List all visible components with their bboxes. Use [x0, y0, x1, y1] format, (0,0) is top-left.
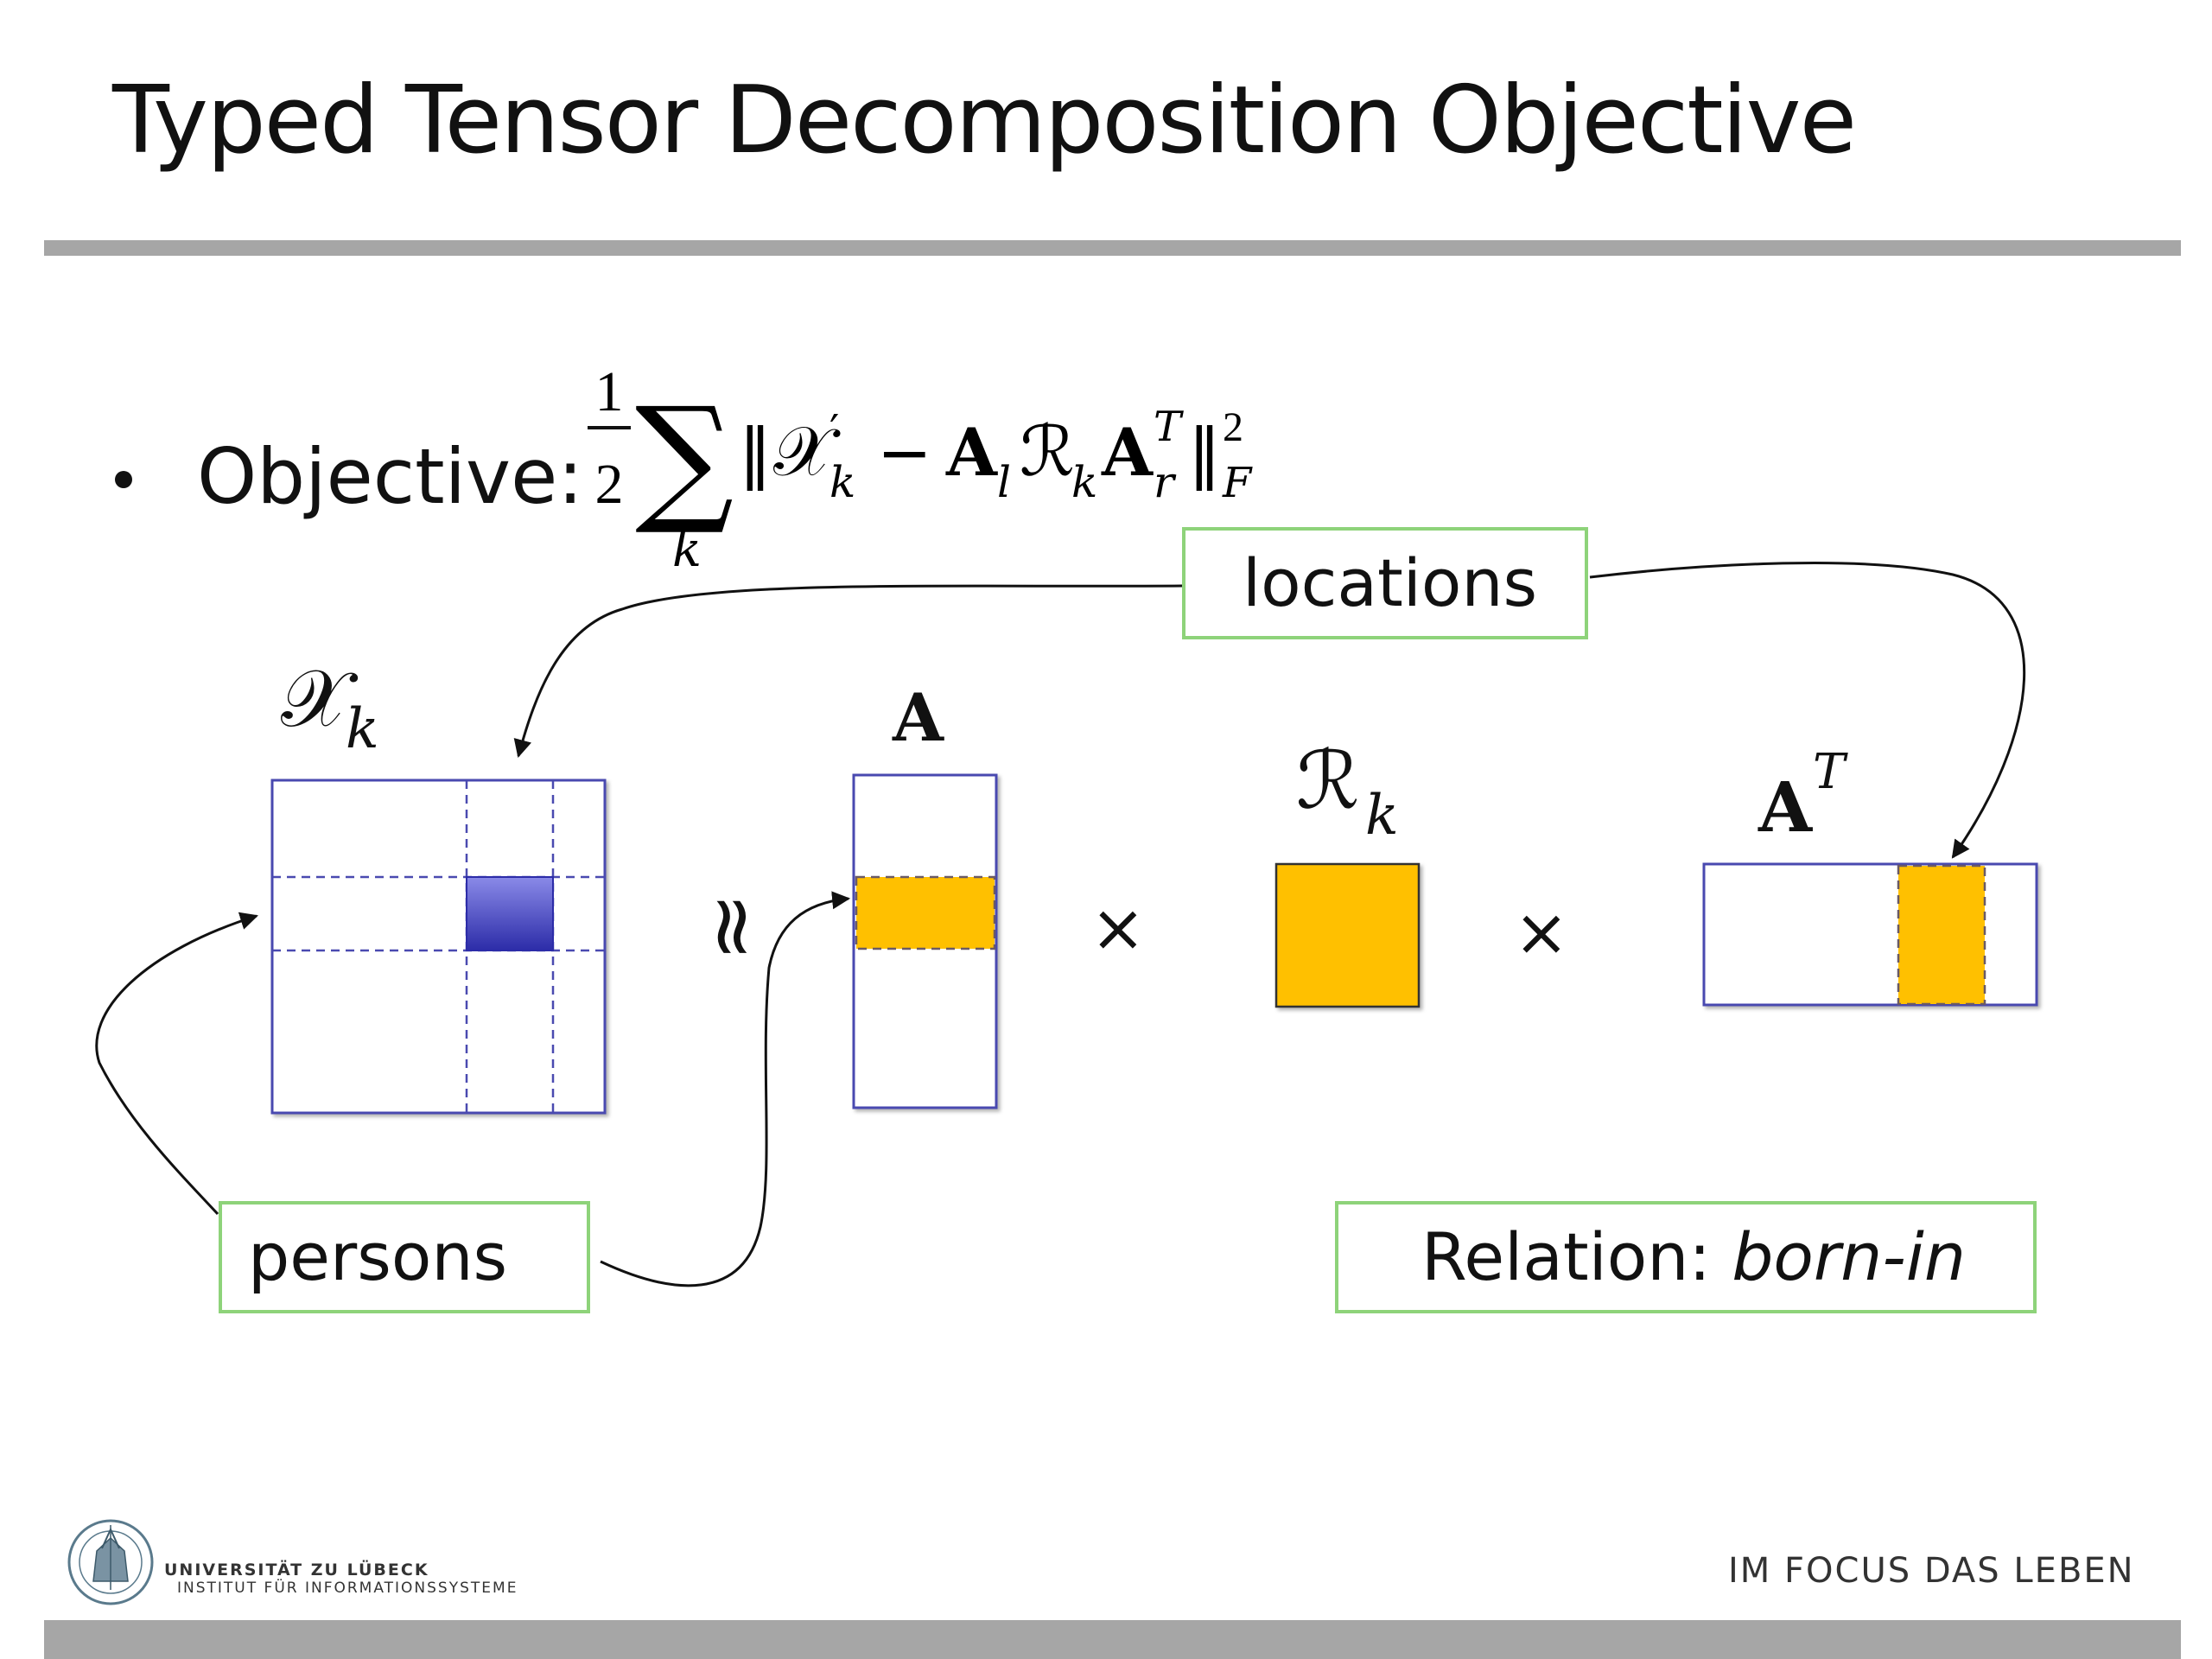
locations-to-x-arrow	[513, 584, 1183, 759]
norm-subscript: F	[1222, 459, 1253, 507]
r-matrix-subscript: k	[1365, 784, 1399, 848]
norm-open: ‖	[739, 414, 772, 492]
approx-symbol: ≈	[681, 893, 778, 962]
at-matrix-highlight-column	[1897, 864, 1986, 1006]
title-divider	[44, 240, 2181, 256]
footer-institute: INSTITUT FÜR INFORMATIONSSYSTEME	[177, 1580, 518, 1597]
footer-bar	[44, 1620, 2181, 1659]
r-matrix	[1274, 862, 1421, 1008]
a-matrix-label: A	[892, 679, 944, 756]
r-subscript: k	[1071, 457, 1097, 507]
at-matrix	[1702, 862, 2038, 1007]
footer-university: UNIVERSITÄT ZU LÜBECK	[164, 1560, 429, 1580]
r-symbol: ℛ	[1020, 411, 1075, 492]
slide-title: Typed Tensor Decomposition Objective	[112, 67, 1857, 175]
university-seal-icon	[67, 1519, 154, 1605]
a-right-superscript: T	[1154, 403, 1184, 451]
x-matrix-highlight-cell	[466, 876, 554, 951]
a-left-symbol: A	[945, 414, 998, 491]
summation-symbol: ∑	[635, 377, 734, 538]
x-prime-symbol: 𝒳	[773, 411, 841, 492]
fraction-denominator: 2	[595, 453, 624, 516]
relation-prefix: Relation:	[1421, 1218, 1732, 1295]
norm-close: ‖	[1188, 414, 1221, 492]
persons-to-a-arrow	[600, 891, 851, 1287]
persons-to-x-arrow	[95, 912, 259, 1216]
times-symbol: ×	[1514, 893, 1569, 970]
x-matrix	[270, 779, 607, 1115]
r-matrix-symbol: ℛ	[1296, 734, 1359, 827]
persons-label: persons	[248, 1218, 508, 1295]
locations-to-at-arrow	[1589, 562, 2025, 859]
a-right-subscript: r	[1154, 457, 1177, 507]
bullet-point	[115, 471, 132, 488]
objective-formula: 1 2 ∑ k ‖ 𝒳 ′ k − A l ℛ k A T r ‖ 2 F	[588, 360, 1253, 578]
x-prime-subscript: k	[830, 457, 855, 507]
objective-label: Objective:	[197, 432, 583, 521]
minus-sign: −	[877, 414, 932, 491]
at-matrix-symbol: A	[1758, 766, 1813, 848]
fraction-numerator: 1	[595, 360, 624, 423]
relation-name: born-in	[1732, 1218, 1967, 1295]
locations-label: locations	[1243, 544, 1538, 621]
x-matrix-symbol: 𝒳	[281, 652, 359, 745]
norm-superscript: 2	[1223, 404, 1243, 450]
x-prime-mark: ′	[830, 405, 839, 455]
persons-label-box: persons	[219, 1201, 590, 1313]
relation-label-box: Relation: born-in	[1335, 1201, 2037, 1313]
x-matrix-subscript: k	[346, 697, 379, 761]
locations-label-box: locations	[1182, 527, 1588, 639]
footer-motto: IM FOCUS DAS LEBEN	[1728, 1551, 2135, 1591]
times-symbol: ×	[1090, 889, 1146, 966]
a-matrix-highlight-row	[855, 875, 996, 950]
a-left-subscript: l	[997, 457, 1011, 507]
summation-index: k	[672, 522, 702, 578]
at-matrix-superscript: T	[1813, 744, 1848, 800]
a-right-symbol: A	[1101, 414, 1154, 491]
